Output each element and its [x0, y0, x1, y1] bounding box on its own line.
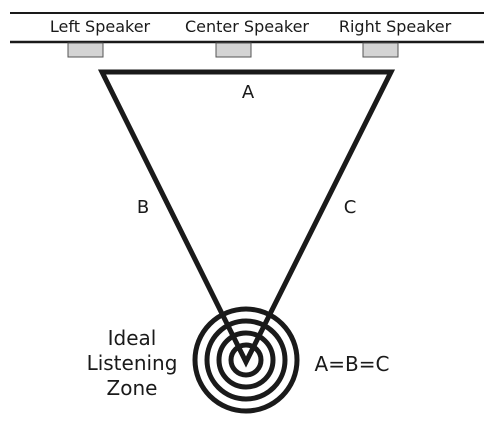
zone-label-line1: Ideal — [108, 326, 157, 350]
center-speaker — [215, 42, 252, 58]
left-speaker — [67, 42, 104, 58]
zone-label-line2: Listening — [87, 351, 178, 375]
zone-ring-2 — [204, 318, 288, 402]
equation-label: A=B=C — [315, 352, 390, 376]
zone-ring-outer — [192, 306, 300, 414]
zone-label-line3: Zone — [107, 376, 158, 400]
side-c-label: C — [344, 197, 357, 218]
listening-zone-target — [192, 306, 300, 414]
left-speaker-label: Left Speaker — [50, 17, 151, 36]
side-b-label: B — [137, 197, 149, 218]
side-a-label: A — [242, 82, 255, 103]
zone-ring-3 — [216, 330, 276, 390]
right-speaker — [362, 42, 399, 58]
equilateral-triangle — [97, 69, 396, 368]
right-speaker-label: Right Speaker — [339, 17, 452, 36]
center-speaker-label: Center Speaker — [185, 17, 309, 36]
zone-ring-inner — [228, 342, 264, 378]
